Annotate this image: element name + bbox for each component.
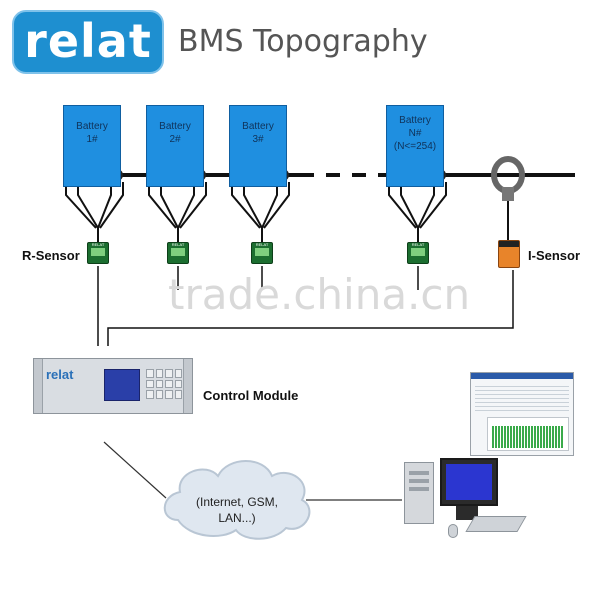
rack-logo: relat [46, 367, 74, 382]
battery-n-name: Battery [399, 115, 431, 126]
battery-2-number: 2# [169, 134, 181, 145]
battery-1: Battery 1# [63, 105, 121, 187]
current-clamp-icon [491, 156, 525, 240]
r-sensor-label: R-Sensor [22, 248, 80, 263]
mouse-icon [448, 524, 458, 538]
cloud-icon [163, 460, 311, 540]
r-sensor-2: RELAT [167, 242, 189, 264]
monitoring-software-screenshot [470, 372, 574, 456]
i-sensor-module [498, 240, 520, 268]
battery-1-number: 1# [86, 134, 98, 145]
battery-1-name: Battery [76, 121, 108, 132]
cloud-label: (Internet, GSM, LAN...) [195, 495, 279, 525]
bar-plot [487, 417, 569, 451]
watermark: trade.china.cn [168, 270, 471, 319]
r-sensor-3: RELAT [251, 242, 273, 264]
r-sensor-n: RELAT [407, 242, 429, 264]
pc-monitor-icon [440, 458, 498, 506]
keypad [146, 369, 182, 399]
keyboard-icon [465, 516, 527, 532]
communication-bus [97, 266, 514, 346]
battery-2: Battery 2# [146, 105, 204, 187]
battery-n-number: N# [408, 128, 422, 139]
battery-3-number: 3# [252, 134, 264, 145]
i-sensor-label: I-Sensor [528, 248, 581, 263]
logo-text: relat [24, 14, 152, 68]
battery-n-limit: (N<=254) [393, 141, 437, 152]
lcd-screen [104, 369, 140, 401]
control-module-label: Control Module [203, 388, 299, 403]
pc-tower-icon [404, 462, 434, 524]
network-link-left [103, 441, 167, 499]
battery-3: Battery 3# [229, 105, 287, 187]
r-sensor-wires [65, 182, 447, 242]
data-table [475, 383, 569, 411]
relat-logo: relat [12, 10, 164, 74]
battery-2-name: Battery [159, 121, 191, 132]
control-module-device: relat [33, 358, 193, 414]
r-sensor-1: RELAT [87, 242, 109, 264]
pc-monitor-stand [456, 506, 478, 520]
battery-3-name: Battery [242, 121, 274, 132]
battery-n: Battery N# (N<=254) [386, 105, 444, 187]
page-title: BMS Topography [178, 24, 428, 59]
